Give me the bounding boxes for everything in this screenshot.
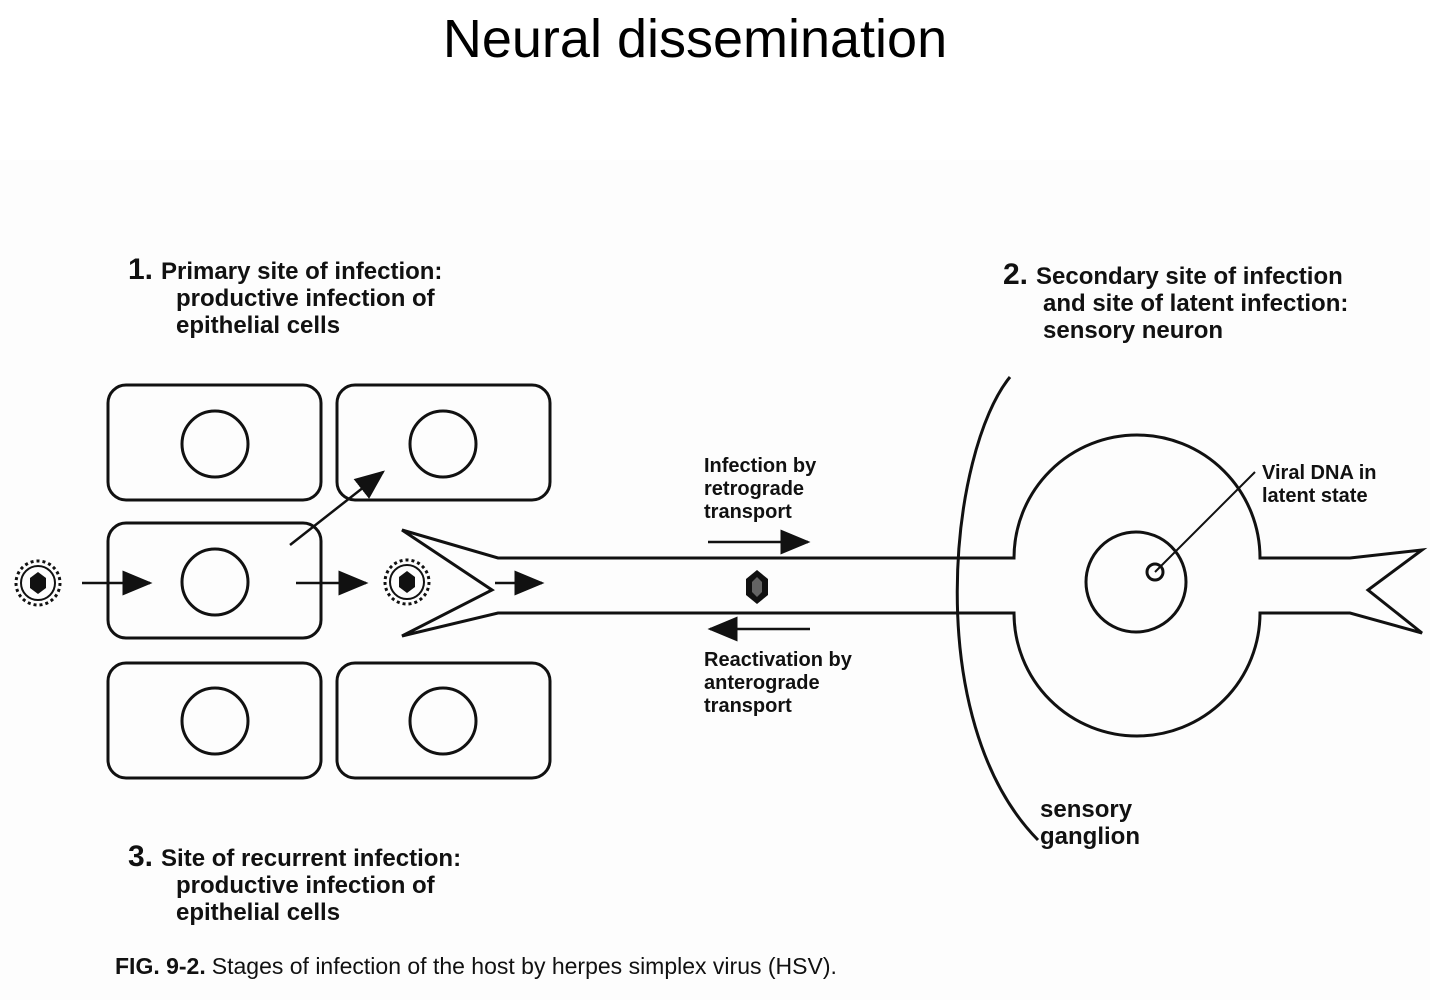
label-site-2-number: 2.: [1003, 258, 1029, 291]
label-anterograde: Reactivation by anterograde transport: [704, 649, 852, 717]
hsv-diagram: [14, 376, 1428, 842]
epithelial-cell: [335, 383, 552, 502]
capsid-in-axon: [746, 570, 768, 604]
arrow-cell-to-cell: [289, 470, 385, 546]
cell-nucleus: [408, 686, 478, 756]
neuron-nucleus: [1084, 530, 1188, 634]
viral-dna-pointer: [1154, 471, 1256, 573]
sensory-ganglion: [955, 376, 1040, 842]
label-site-3-number: 3.: [128, 840, 154, 873]
label-site-1: 1.Primary site of infection: productive …: [128, 253, 443, 340]
cell-nucleus: [180, 409, 250, 479]
caption-text: Stages of infection of the host by herpe…: [211, 953, 837, 979]
sensory-neuron: [401, 433, 1428, 738]
cell-nucleus: [408, 409, 478, 479]
cell-nucleus: [180, 547, 250, 617]
label-site-3: 3.Site of recurrent infection: productiv…: [128, 840, 462, 927]
slide-title: Neural dissemination: [442, 9, 948, 69]
label-site-1-number: 1.: [128, 253, 154, 286]
epithelial-cell: [106, 383, 323, 502]
epithelial-cell-infected: [106, 521, 323, 640]
epithelial-cell: [335, 661, 552, 780]
viral-dna-dot: [1145, 562, 1165, 582]
cell-nucleus: [180, 686, 250, 756]
label-ganglion: sensory ganglion: [1040, 796, 1140, 850]
label-site-2: 2.Secondary site of infection and site o…: [1003, 258, 1349, 345]
figure-caption: FIG. 9-2.Stages of infection of the host…: [115, 953, 837, 980]
virus-particle-left: [14, 559, 62, 607]
caption-figure-number: FIG. 9-2.: [115, 953, 206, 979]
epithelial-cell: [106, 661, 323, 780]
label-retrograde: Infection by retrograde transport: [704, 455, 817, 523]
virus-particle-middle: [383, 558, 431, 606]
figure: 1.Primary site of infection: productive …: [0, 160, 1430, 1000]
label-viral-dna: Viral DNA in latent state: [1262, 462, 1377, 507]
